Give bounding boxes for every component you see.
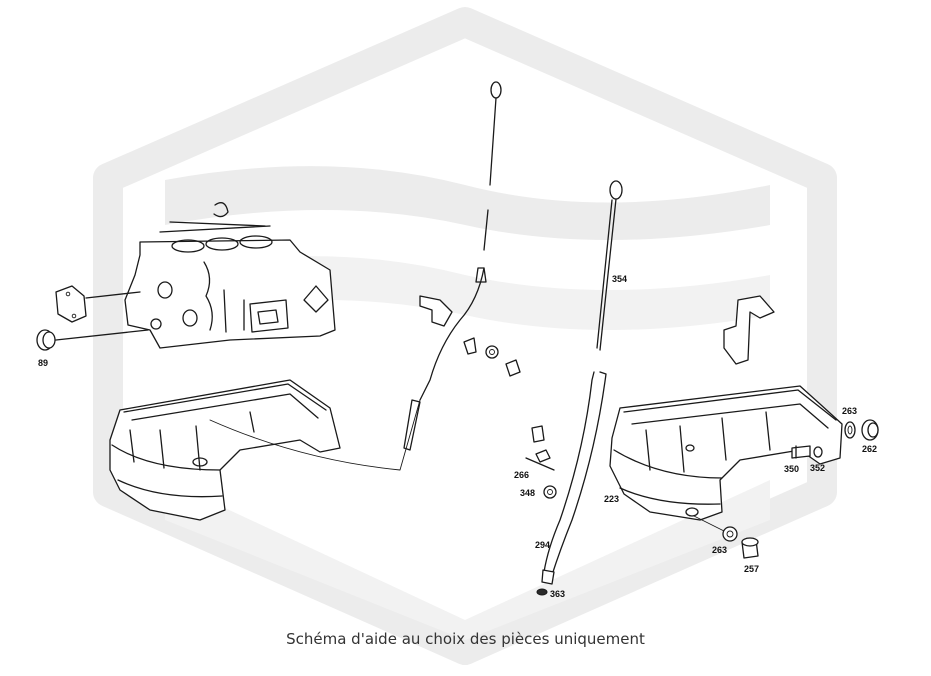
bolt-266: 266 bbox=[514, 425, 555, 480]
label-352: 352 bbox=[810, 463, 825, 473]
cover-plate bbox=[55, 285, 141, 323]
label-263-lower: 263 bbox=[712, 545, 727, 555]
label-223: 223 bbox=[604, 494, 619, 504]
seal-263-lower: 263 bbox=[712, 526, 738, 555]
plug-348: 348 bbox=[520, 485, 557, 499]
label-266: 266 bbox=[514, 470, 529, 480]
label-89: 89 bbox=[38, 358, 48, 368]
plug-262: 262 bbox=[861, 419, 879, 454]
oil-pan-right: 223 bbox=[604, 385, 843, 533]
seal-263-upper: 263 bbox=[842, 406, 857, 439]
plug-89: 89 bbox=[36, 329, 149, 368]
label-354: 354 bbox=[612, 274, 627, 284]
dipstick-left bbox=[403, 81, 502, 451]
label-363: 363 bbox=[550, 589, 565, 599]
dipstick-354: 354 bbox=[596, 180, 627, 351]
label-294: 294 bbox=[535, 540, 550, 550]
label-262: 262 bbox=[862, 444, 877, 454]
label-263-upper: 263 bbox=[842, 406, 857, 416]
washer-352: 352 bbox=[810, 446, 825, 473]
bracket-right bbox=[723, 295, 775, 365]
dipstick-bracket bbox=[419, 295, 521, 377]
label-257: 257 bbox=[744, 564, 759, 574]
disclaimer-caption: Schéma d'aide au choix des pièces unique… bbox=[286, 630, 645, 648]
oil-pan-left bbox=[109, 379, 421, 521]
bolt-350: 350 bbox=[784, 445, 811, 474]
seal-363: 363 bbox=[536, 588, 565, 599]
engine-block bbox=[124, 202, 336, 349]
label-350: 350 bbox=[784, 464, 799, 474]
label-348: 348 bbox=[520, 488, 535, 498]
guide-tube-294: 294 bbox=[535, 371, 607, 585]
drain-plug-257: 257 bbox=[741, 537, 759, 574]
